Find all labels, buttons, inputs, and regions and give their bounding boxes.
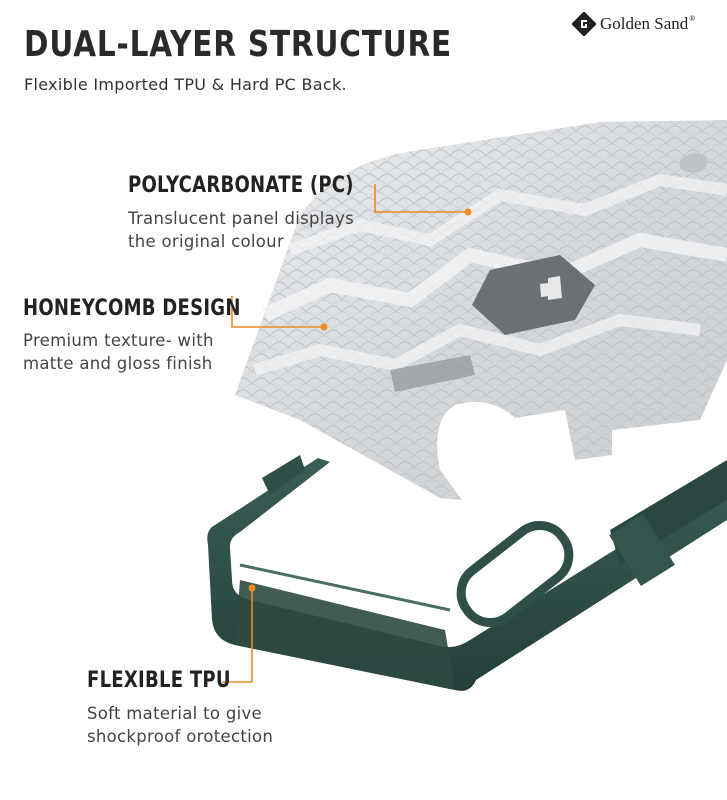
honeycomb-title: HONEYCOMB DESIGN: [23, 296, 241, 321]
callout-line-honeycomb: [231, 296, 322, 328]
callout-dot-tpu: [248, 584, 256, 592]
tpu-desc-line1: Soft material to give: [87, 704, 262, 723]
callout-line-polycarbonate: [374, 184, 466, 213]
page-subtitle: Flexible Imported TPU & Hard PC Back.: [24, 75, 347, 94]
pc-panel: [235, 120, 727, 500]
polycarbonate-description: Translucent panel displays the original …: [128, 207, 388, 253]
brand-logo: Golden Sand®: [572, 12, 695, 36]
callout-lines: [222, 184, 472, 683]
callout-dot-honeycomb: [320, 323, 328, 331]
page-title: DUAL-LAYER STRUCTURE: [24, 24, 453, 65]
tpu-description: Soft material to give shockproof orotect…: [87, 702, 327, 748]
callout-line-tpu: [222, 590, 253, 683]
callout-dot-polycarbonate: [464, 208, 472, 216]
golden-sand-logo-icon: [572, 12, 596, 36]
brand-name: Golden Sand®: [600, 14, 696, 33]
tpu-desc-line2: shockproof orotection: [87, 727, 274, 746]
tpu-bumper-frame: [207, 455, 727, 691]
honeycomb-description: Premium texture- with matte and gloss fi…: [23, 329, 243, 375]
honeycomb-desc-line2: matte and gloss finish: [23, 354, 213, 373]
tpu-title: FLEXIBLE TPU: [87, 668, 231, 693]
polycarbonate-desc-line1: Translucent panel displays: [128, 209, 355, 228]
polycarbonate-desc-line2: the original colour: [128, 232, 285, 251]
honeycomb-desc-line1: Premium texture- with: [23, 331, 214, 350]
registered-mark: ®: [689, 14, 696, 23]
polycarbonate-title: POLYCARBONATE (PC): [128, 173, 354, 198]
